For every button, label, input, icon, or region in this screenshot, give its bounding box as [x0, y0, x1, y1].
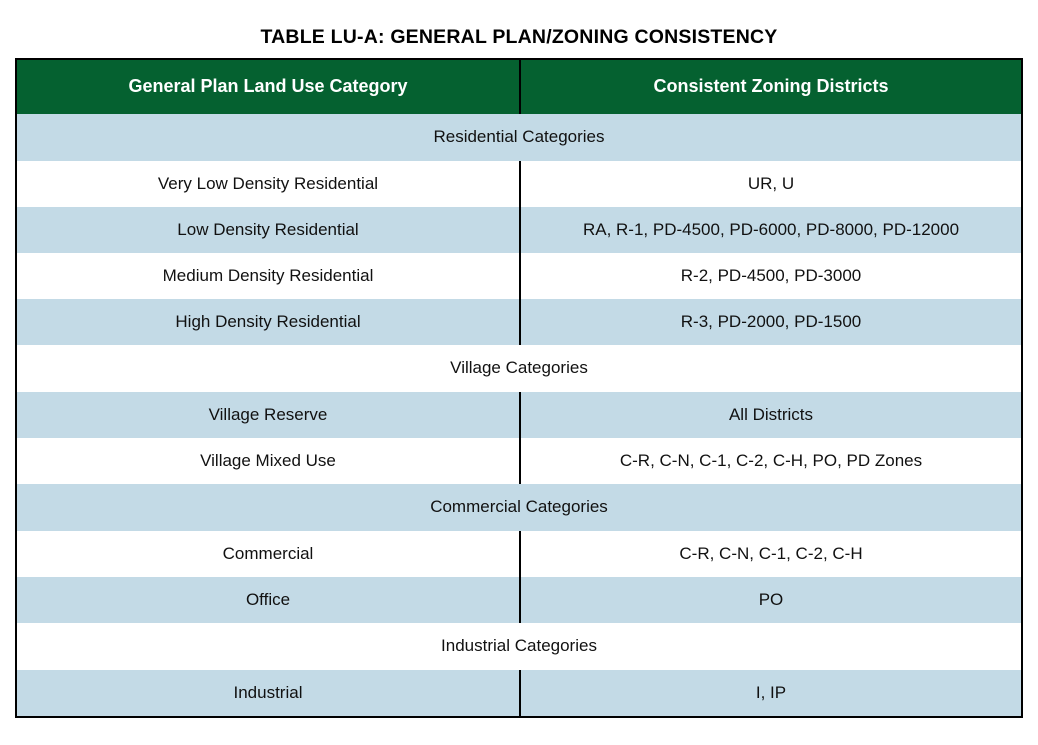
cell-zoning-districts: PO: [520, 577, 1022, 623]
cell-land-use-category: High Density Residential: [16, 299, 521, 345]
table-header-row: General Plan Land Use Category Consisten…: [16, 59, 1022, 114]
cell-land-use-category: Medium Density Residential: [16, 253, 521, 299]
cell-zoning-districts: RA, R-1, PD-4500, PD-6000, PD-8000, PD-1…: [520, 207, 1022, 253]
column-header-land-use-category: General Plan Land Use Category: [16, 59, 521, 114]
cell-land-use-category: Low Density Residential: [16, 207, 521, 253]
cell-zoning-districts: UR, U: [520, 161, 1022, 207]
cell-zoning-districts: I, IP: [520, 670, 1022, 717]
table-section-row: Residential Categories: [16, 114, 1022, 161]
cell-zoning-districts: C-R, C-N, C-1, C-2, C-H: [520, 531, 1022, 577]
cell-land-use-category: Village Mixed Use: [16, 438, 521, 484]
section-header-label: Commercial Categories: [16, 484, 1022, 531]
section-header-label: Village Categories: [16, 345, 1022, 392]
cell-land-use-category: Very Low Density Residential: [16, 161, 521, 207]
section-header-label: Industrial Categories: [16, 623, 1022, 670]
cell-zoning-districts: R-2, PD-4500, PD-3000: [520, 253, 1022, 299]
cell-zoning-districts: R-3, PD-2000, PD-1500: [520, 299, 1022, 345]
column-header-zoning-districts: Consistent Zoning Districts: [520, 59, 1022, 114]
section-header-label: Residential Categories: [16, 114, 1022, 161]
table-container: General Plan Land Use Category Consisten…: [15, 58, 1023, 718]
table-section-row: Commercial Categories: [16, 484, 1022, 531]
cell-zoning-districts: C-R, C-N, C-1, C-2, C-H, PO, PD Zones: [520, 438, 1022, 484]
table-section-row: Industrial Categories: [16, 623, 1022, 670]
general-plan-zoning-consistency-table: General Plan Land Use Category Consisten…: [15, 58, 1023, 718]
cell-land-use-category: Village Reserve: [16, 392, 521, 438]
table-section-row: Village Categories: [16, 345, 1022, 392]
table-header: General Plan Land Use Category Consisten…: [16, 59, 1022, 114]
cell-land-use-category: Commercial: [16, 531, 521, 577]
cell-land-use-category: Office: [16, 577, 521, 623]
page-title: TABLE LU-A: GENERAL PLAN/ZONING CONSISTE…: [260, 26, 778, 48]
cell-land-use-category: Industrial: [16, 670, 521, 717]
cell-zoning-districts: All Districts: [520, 392, 1022, 438]
